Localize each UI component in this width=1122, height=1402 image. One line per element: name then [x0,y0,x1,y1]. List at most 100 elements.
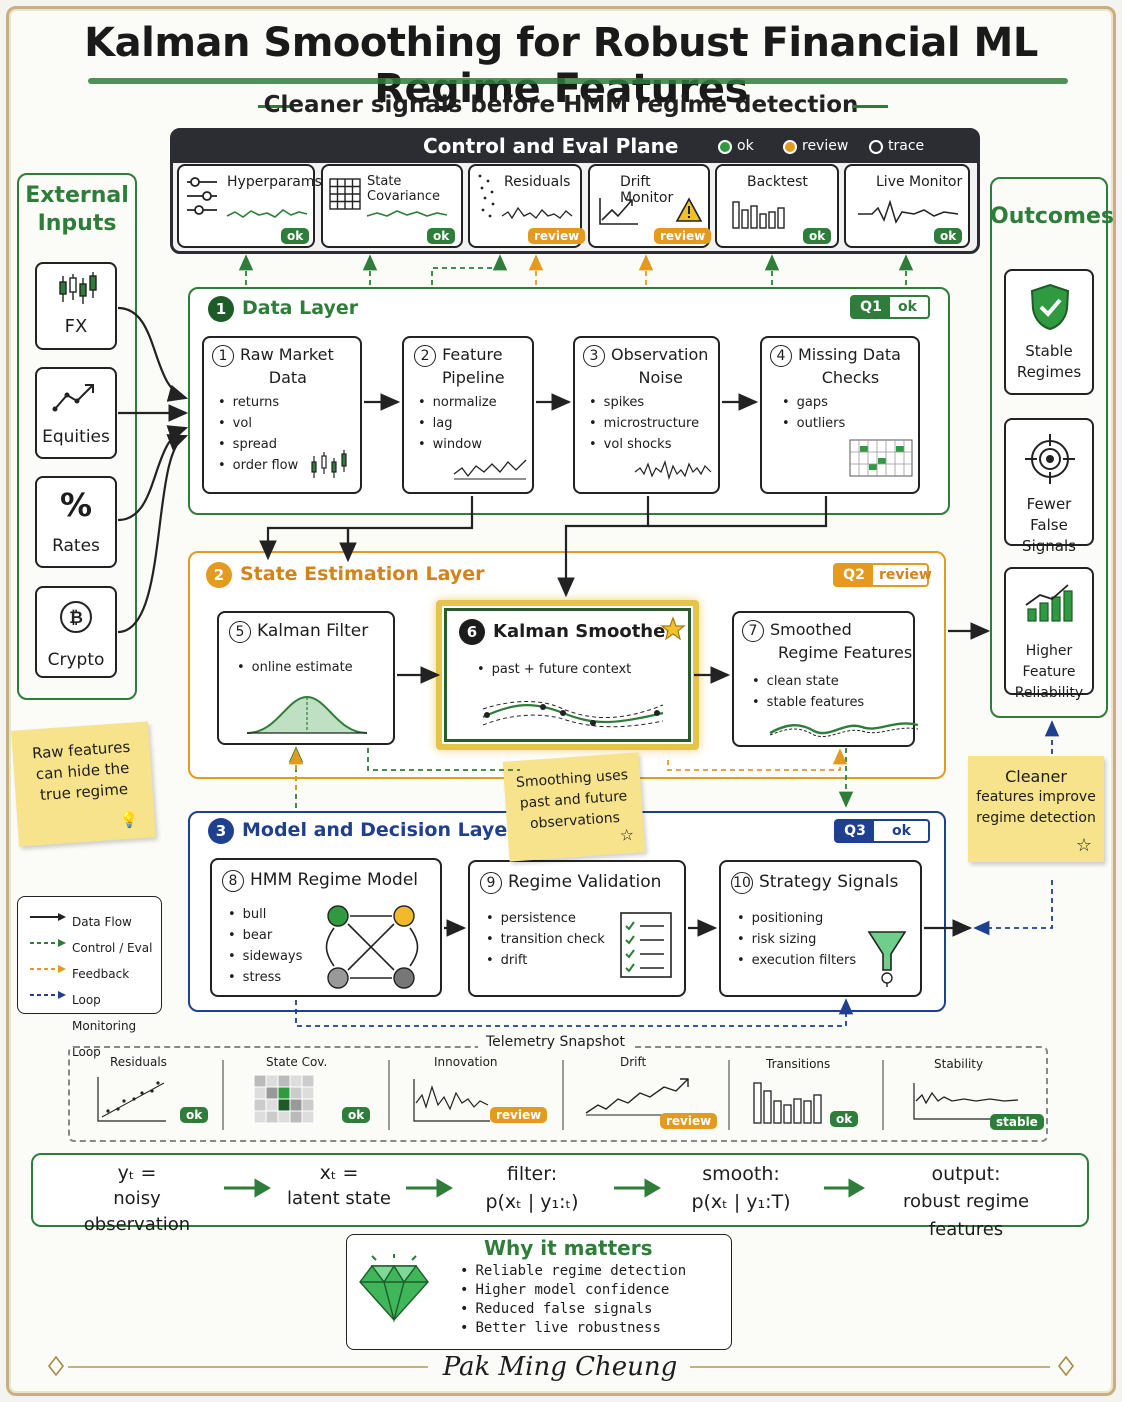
innovation-line-icon [413,1079,490,1122]
panel-state-covariance[interactable]: State Covariance ok [321,164,463,248]
formula-observation: yₜ =noisy observation [83,1162,191,1235]
card-bullets: bullbearsidewaysstress [228,904,303,988]
legend-review-label: review [802,138,849,154]
panel-live-monitor[interactable]: Live Monitor ok [844,164,970,248]
input-rates[interactable]: % Rates [35,476,117,568]
telemetry-divider [728,1060,730,1130]
telemetry-state-cov: State Cov. ok [250,1055,380,1135]
card-bullets: returnsvolspreadorder flow [218,392,299,476]
author-signature: Pak Ming Cheung [442,1352,678,1382]
panel-label: Residuals [504,174,571,190]
heatmap-icon [253,1074,315,1124]
star-outline-icon: ☆ [619,824,635,845]
input-equities[interactable]: Equities [35,367,117,459]
transitions-bars-icon [753,1082,822,1124]
sparkline-icon [366,210,448,217]
state-transition-icon [325,905,419,989]
card-bullets: online estimate [237,657,353,678]
panel-backtest[interactable]: Backtest ok [715,164,839,248]
input-label: Rates [52,536,100,556]
card-bullets: clean statestable features [752,671,865,713]
signature-rule-right [690,1366,1050,1368]
card-bullets: positioningrisk sizingexecution filters [737,908,857,971]
telemetry-divider [882,1060,884,1130]
ornament-icon [1057,1355,1075,1377]
telemetry-stability: Stability stable [900,1055,1044,1135]
input-label: Equities [42,427,110,447]
status-badge: ok [281,228,310,244]
panel-label: State Covariance [367,174,440,204]
formula-smooth: smooth:p(xₜ | y₁:T) [691,1163,791,1213]
card-bullets: persistencetransition checkdrift [486,908,605,971]
control-plane-title: Control and Eval Plane [423,134,679,158]
noisy-signal-icon [634,460,712,481]
star-icon [660,616,686,641]
status-badge: ok [427,228,456,244]
bar-chart-icon [732,201,785,229]
panel-hyperparams[interactable]: Hyperparams ok [177,164,322,248]
input-label: Crypto [47,650,105,670]
panel-label: Hyperparams [227,174,322,190]
page-title: Kalman Smoothing for Robust Financial ML… [84,20,1038,112]
panel-residuals[interactable]: Residuals review [468,164,586,248]
svg-text:₿: ₿ [69,608,83,628]
legend-ok-dot [718,140,732,154]
card-bullets: spikesmicrostructurevol shocks [589,392,699,455]
legend-trace-label: trace [888,138,925,154]
diamond-icon [359,1254,429,1323]
checklist-icon [620,912,672,978]
candlestick-icon [311,450,347,478]
panel-drift-monitor[interactable]: Drift Monitor review [588,164,712,248]
pulse-line-icon [858,199,959,224]
legend-trace-dot [869,140,883,154]
gaussian-curve-icon [246,695,368,734]
formula-strip [31,1153,1089,1227]
sliders-icon [187,177,217,215]
uptrend-icon [52,384,94,412]
stability-line-icon [913,1083,1020,1120]
drift-trend-icon [585,1078,694,1116]
telemetry-transitions: Transitions ok [748,1055,868,1135]
subtitle-dash-left [258,105,294,108]
status-badge: review [654,228,712,244]
card-bullets: past + future context [477,659,632,680]
status-badge: ok [803,228,832,244]
shield-check-icon [1030,283,1070,331]
input-crypto[interactable]: ₿ Crypto [35,586,117,678]
sparkline-icon [453,459,527,480]
telemetry-divider [222,1060,224,1130]
percent-icon: % [59,486,93,524]
sparkline-icon [226,209,308,218]
target-icon [1025,434,1075,484]
smoothed-path-icon [482,701,664,728]
status-badge: ok [934,228,963,244]
status-badge: review [528,228,586,244]
warning-icon [675,197,703,222]
data-grid-icon [849,439,913,477]
telemetry-drift: Drift review [580,1055,718,1135]
why-title: Why it matters [484,1236,653,1260]
input-fx[interactable]: FX [35,262,117,350]
